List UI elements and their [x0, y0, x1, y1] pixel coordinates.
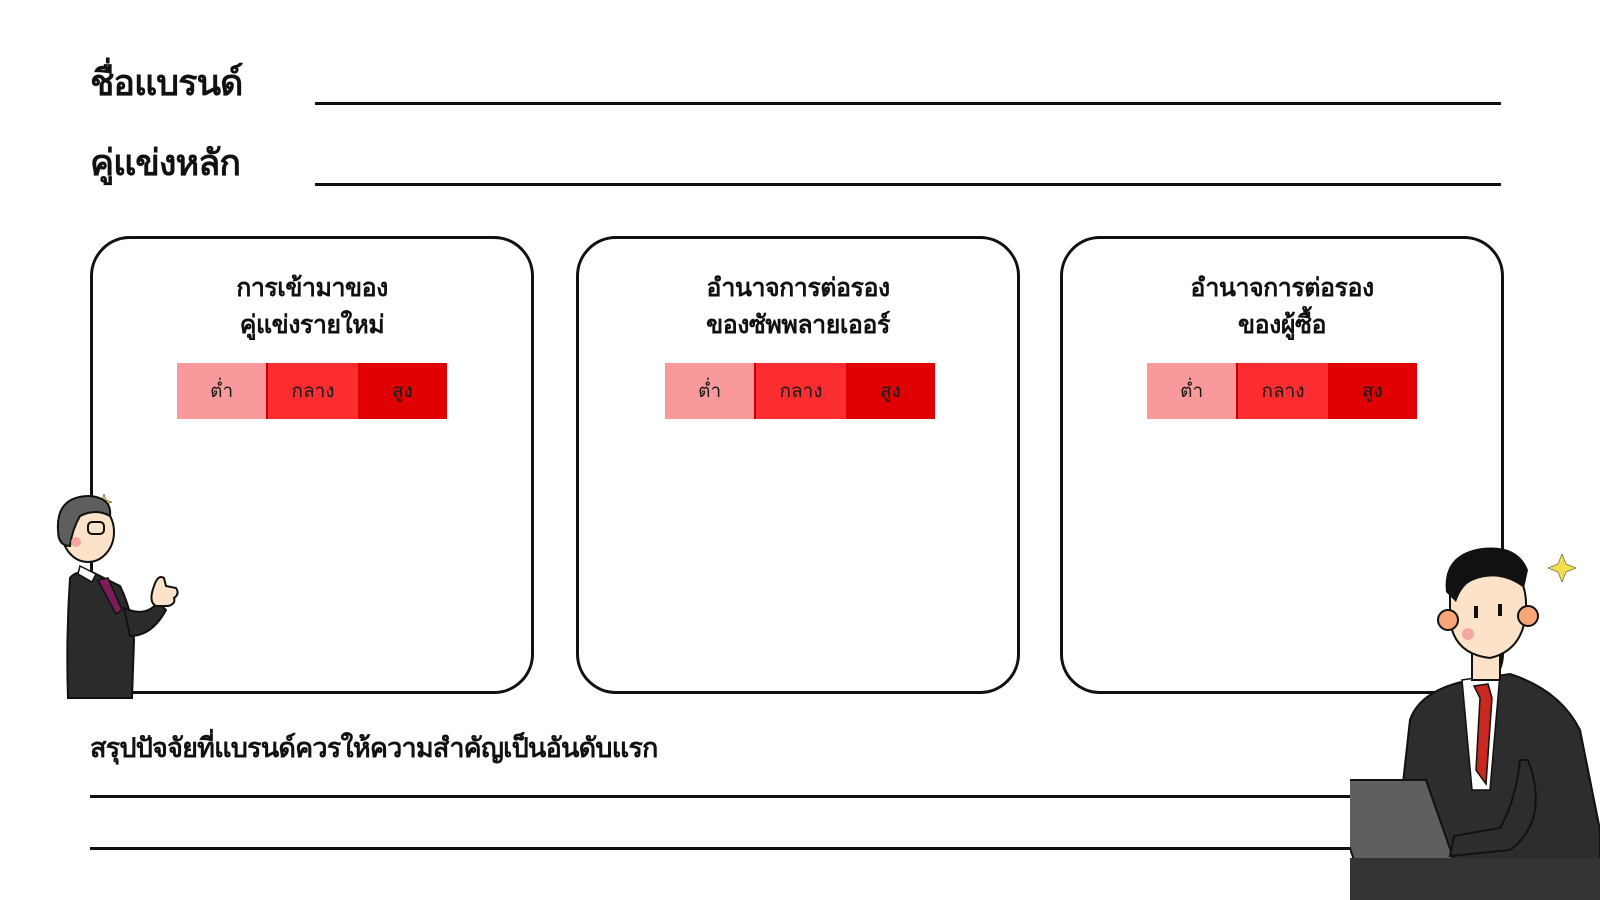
- rating-scale: ต่ำ กลาง สูง: [665, 363, 935, 419]
- rating-high-button[interactable]: สูง: [357, 363, 447, 419]
- rating-low-button[interactable]: ต่ำ: [1147, 363, 1237, 419]
- card-title: อำนาจการต่อรอง ของซัพพลายเออร์: [579, 269, 1017, 343]
- card-title: อำนาจการต่อรอง ของผู้ซื้อ: [1063, 269, 1501, 343]
- card-title-line1: อำนาจการต่อรอง: [706, 273, 890, 302]
- rating-scale: ต่ำ กลาง สูง: [1147, 363, 1417, 419]
- competitor-label: คู่แข่งหลัก: [90, 143, 241, 184]
- businessman-laptop-illustration: [1350, 547, 1600, 900]
- card-title-line1: การเข้ามาของ: [236, 273, 388, 302]
- card-title-line2: ของผู้ซื้อ: [1238, 310, 1326, 339]
- card-title-line2: คู่แข่งรายใหม่: [239, 310, 385, 339]
- summary-input-line-1[interactable]: [90, 795, 1380, 798]
- card-title-line1: อำนาจการต่อรอง: [1190, 273, 1374, 302]
- card-title: การเข้ามาของ คู่แข่งรายใหม่: [93, 269, 531, 343]
- summary-title: สรุปปัจจัยที่แบรนด์ควรให้ความสำคัญเป็นอั…: [90, 733, 658, 764]
- rating-medium-button[interactable]: กลาง: [266, 363, 358, 419]
- rating-low-button[interactable]: ต่ำ: [177, 363, 267, 419]
- summary-input-line-2[interactable]: [90, 847, 1380, 850]
- rating-high-button[interactable]: สูง: [1327, 363, 1417, 419]
- card-buyer-power: อำนาจการต่อรอง ของผู้ซื้อ ต่ำ กลาง สูง: [1060, 236, 1504, 694]
- card-title-line2: ของซัพพลายเออร์: [706, 310, 890, 339]
- card-supplier-power: อำนาจการต่อรอง ของซัพพลายเออร์ ต่ำ กลาง …: [576, 236, 1020, 694]
- card-new-entrants: การเข้ามาของ คู่แข่งรายใหม่ ต่ำ กลาง สูง: [90, 236, 534, 694]
- rating-medium-button[interactable]: กลาง: [1236, 363, 1328, 419]
- brand-name-label: ชื่อแบรนด์: [90, 63, 243, 104]
- rating-scale: ต่ำ กลาง สูง: [177, 363, 447, 419]
- elderly-man-thumbs-up-illustration: [56, 493, 179, 699]
- rating-high-button[interactable]: สูง: [845, 363, 935, 419]
- rating-medium-button[interactable]: กลาง: [754, 363, 846, 419]
- rating-low-button[interactable]: ต่ำ: [665, 363, 755, 419]
- competitor-input-line[interactable]: [315, 183, 1501, 186]
- brand-name-input-line[interactable]: [315, 102, 1501, 105]
